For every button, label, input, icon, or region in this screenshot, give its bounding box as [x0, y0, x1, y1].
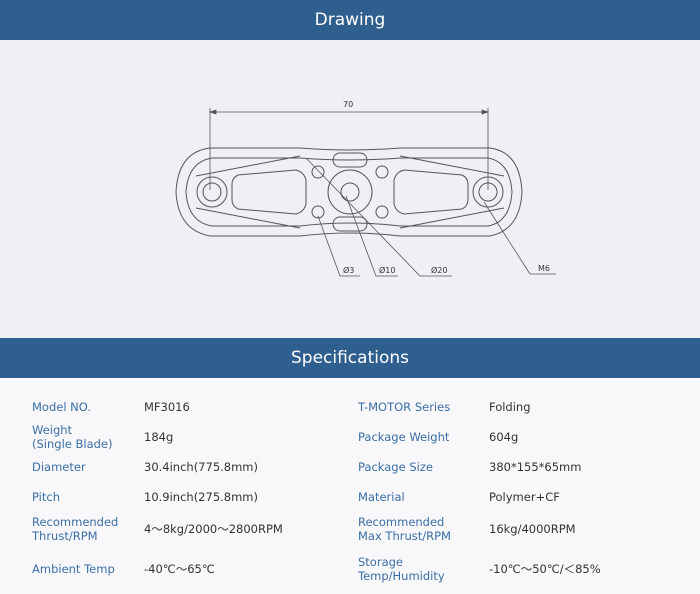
hole-bl — [311, 205, 325, 219]
left-boss-inner — [202, 182, 222, 202]
propeller-mount-drawing: 70 Ø3 Ø10 Ø20 M6 — [175, 100, 556, 277]
spec-label: T-MOTOR Series — [358, 400, 451, 414]
spec-label: Weight (Single Blade) — [32, 423, 113, 451]
center-hub-inner — [340, 182, 360, 202]
specifications-table: Model NO. MF3016 T-MOTOR Series Folding … — [0, 378, 700, 594]
drawing-section-title: Drawing — [314, 10, 386, 30]
spec-label: Material — [358, 490, 405, 504]
spec-label: Package Size — [358, 460, 433, 474]
spec-row: Weight (Single Blade) 184g Package Weigh… — [0, 422, 700, 452]
spec-value: 604g — [489, 430, 519, 444]
top-slot — [332, 152, 368, 168]
spec-label: Pitch — [32, 490, 60, 504]
spec-value: -10℃～50℃/＜85% — [489, 562, 601, 576]
spec-label: Recommended Max Thrust/RPM — [358, 515, 451, 543]
spec-row: Pitch 10.9inch(275.8mm) Material Polymer… — [0, 482, 700, 512]
spec-label: Ambient Temp — [32, 562, 115, 576]
spec-value: 10.9inch(275.8mm) — [144, 490, 259, 504]
mount-outline-outer — [175, 147, 523, 237]
spec-row: Ambient Temp -40℃～65℃ Storage Temp/Humid… — [0, 554, 700, 584]
specifications-section-header: Specifications — [0, 338, 700, 378]
callout-d20: Ø20 — [431, 265, 447, 275]
hole-tr — [375, 165, 389, 179]
spec-value: Polymer+CF — [489, 490, 560, 504]
spec-label: Recommended Thrust/RPM — [32, 515, 119, 543]
spec-row: Diameter 30.4inch(775.8mm) Package Size … — [0, 452, 700, 482]
specifications-section-title: Specifications — [290, 348, 409, 368]
bottom-slot — [332, 216, 368, 232]
spec-value: MF3016 — [144, 400, 190, 414]
callout-d3: Ø3 — [343, 265, 354, 275]
spec-row: Model NO. MF3016 T-MOTOR Series Folding — [0, 392, 700, 422]
spec-value: 16kg/4000RPM — [489, 522, 576, 536]
spec-value: 380*155*65mm — [489, 460, 582, 474]
spec-row: Recommended Thrust/RPM 4～8kg/2000～2800RP… — [0, 514, 700, 544]
spec-label: Package Weight — [358, 430, 450, 444]
left-boss-outer — [196, 176, 228, 208]
spec-value: 184g — [144, 430, 174, 444]
spec-label: Storage Temp/Humidity — [358, 555, 445, 583]
spec-value: -40℃～65℃ — [144, 562, 215, 576]
callout-m6: M6 — [538, 264, 550, 273]
right-cutout — [393, 169, 469, 215]
spec-label: Model NO. — [32, 400, 92, 414]
hole-tl — [311, 165, 325, 179]
drawing-section-header: Drawing — [0, 0, 700, 40]
spec-label: Diameter — [32, 460, 86, 474]
spec-value: 30.4inch(775.8mm) — [144, 460, 259, 474]
center-hub-outer — [327, 169, 373, 215]
mount-outline-inner — [185, 157, 513, 227]
technical-drawing-area: 70 Ø3 Ø10 Ø20 M6 — [0, 40, 700, 338]
left-cutout — [231, 169, 307, 215]
width-dimension-label: 70 — [343, 100, 353, 109]
callout-d10: Ø10 — [379, 265, 395, 275]
hole-br — [375, 205, 389, 219]
spec-value: Folding — [489, 400, 531, 414]
spec-value: 4～8kg/2000～2800RPM — [144, 522, 283, 536]
